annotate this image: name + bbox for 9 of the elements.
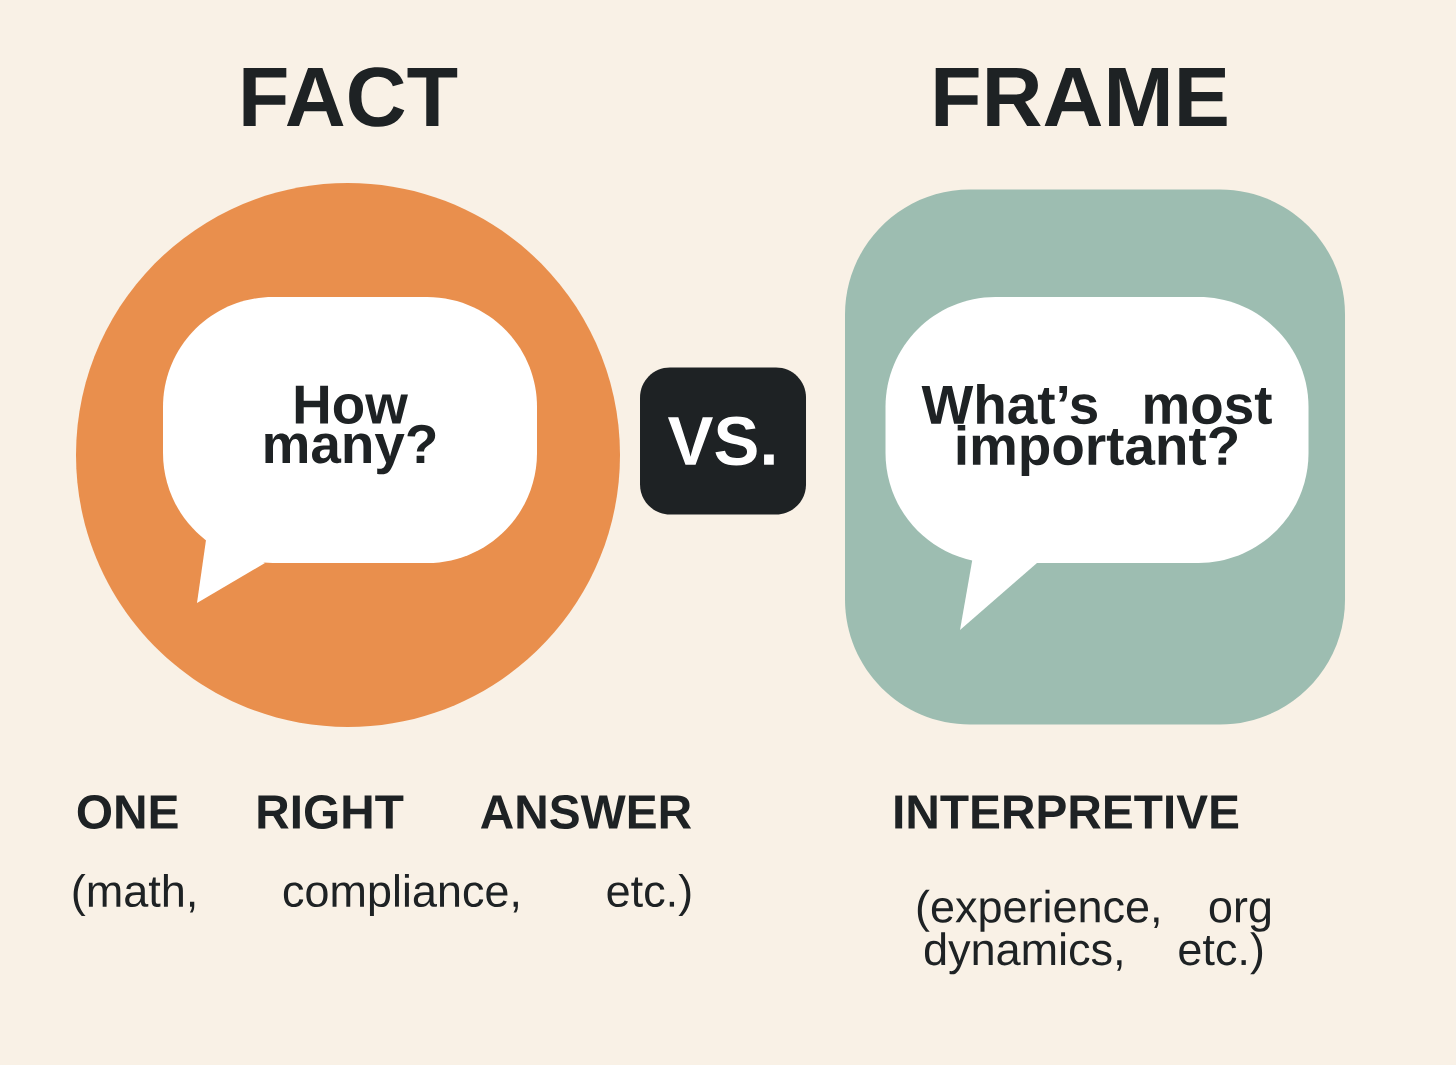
heading: FRAME <box>935 68 1227 126</box>
speech-bubble: How many? <box>163 297 537 603</box>
speech-bubble: What’s most important? <box>885 297 1309 630</box>
note: (math, compliance, etc.) <box>73 874 691 916</box>
category-heading: INTERPRETIVE <box>895 795 1239 829</box>
heading: FACT <box>243 67 458 127</box>
category-heading: ONE RIGHT ANSWER <box>77 795 692 829</box>
vs-badge: VS. <box>640 367 806 515</box>
note: (experience, org dynamics, etc.) <box>917 889 1271 975</box>
